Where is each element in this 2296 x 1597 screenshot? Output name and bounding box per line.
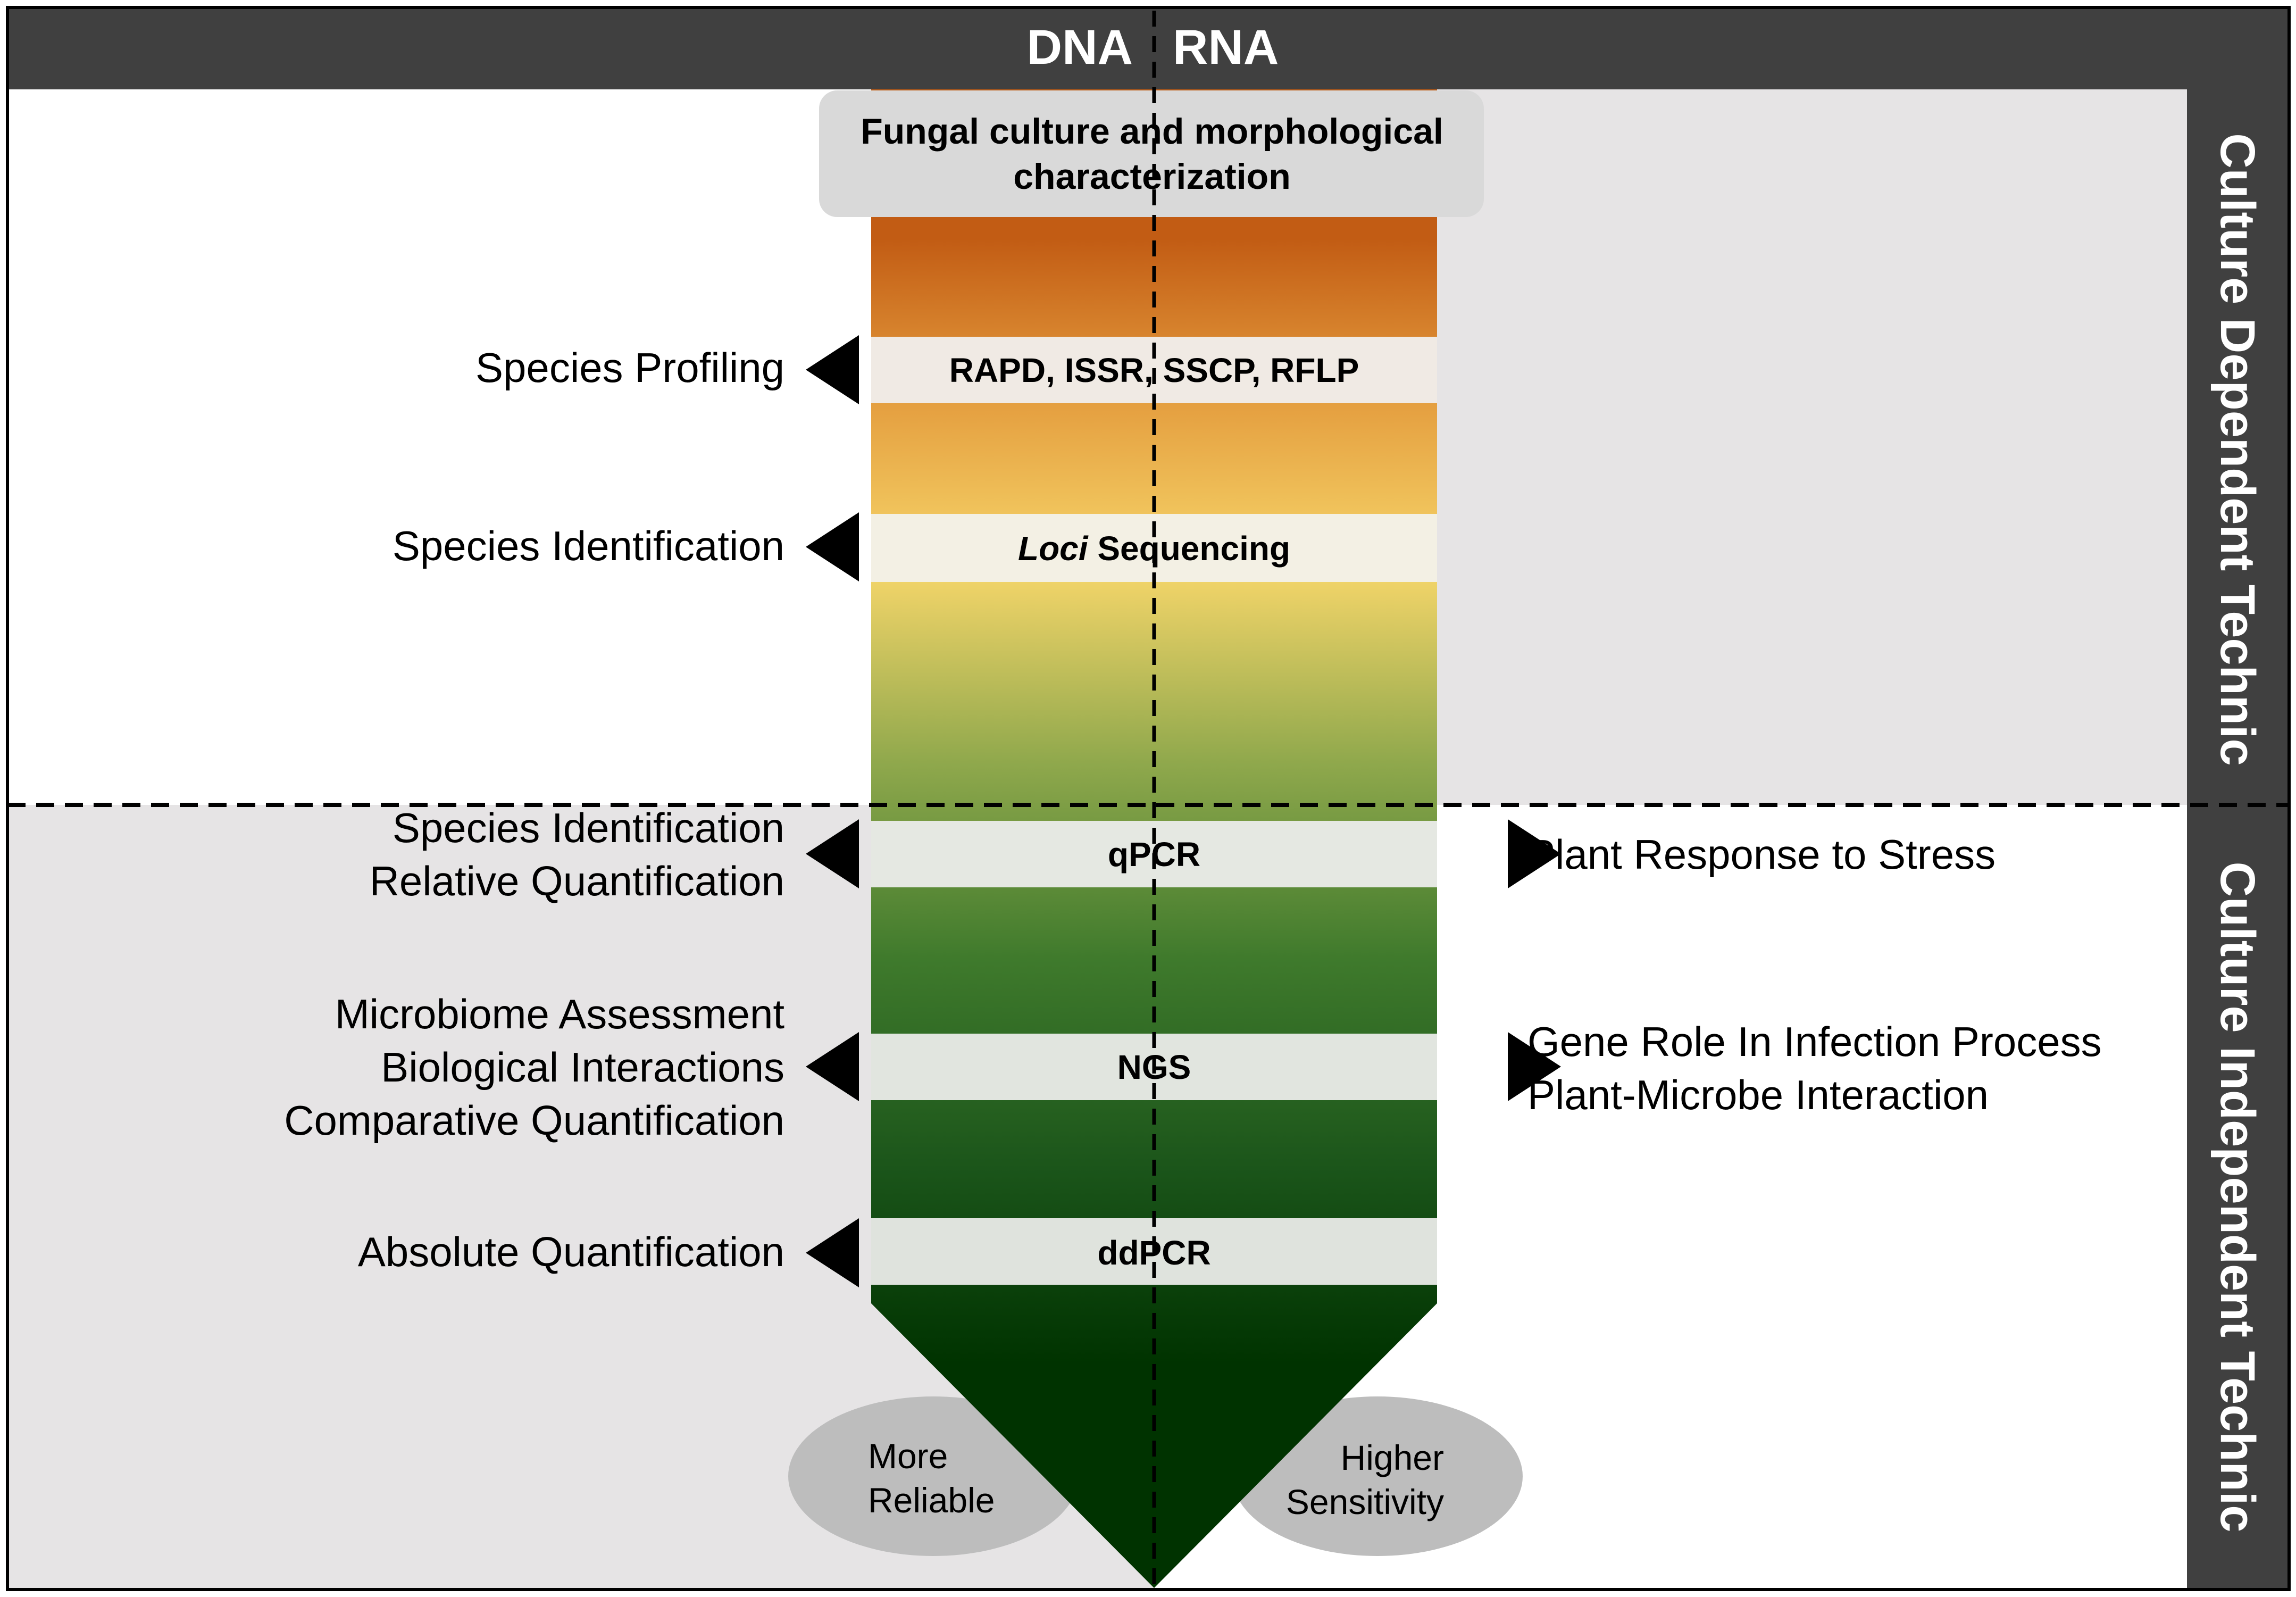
side-bar [2187,89,2289,1590]
higher-sensitivity-oval [1232,1396,1523,1556]
loci-left-pointer [806,512,859,581]
more-label: More [868,1436,948,1476]
ddpcr-left-pointer [806,1218,859,1287]
rapd-left-pointer [806,335,859,404]
ngs-left-label-3: Comparative Quantification [284,1097,784,1144]
ngs-left-pointer [806,1032,859,1101]
qpcr-left-label-2: Relative Quantification [370,858,784,904]
absolute-quantification-label: Absolute Quantification [358,1228,784,1275]
species-identification-label: Species Identification [393,522,784,569]
outer-frame [6,6,2291,1591]
reliable-label: Reliable [868,1480,995,1520]
plant-response-label: Plant Response to Stress [1527,831,1996,878]
qpcr-left-label-1: Species Identification [393,804,784,851]
culture-box-line1: Fungal culture and morphological [861,111,1443,152]
loci-rest: Sequencing [1088,529,1291,568]
dna-header: DNA [1027,20,1133,74]
gene-role-label: Gene Role In Infection Process [1527,1018,2102,1065]
plant-microbe-label: Plant-Microbe Interaction [1527,1071,1989,1118]
culture-box-line2: characterization [1013,156,1291,197]
ngs-left-label-2: Biological Interactions [381,1044,784,1091]
rna-header: RNA [1173,20,1279,74]
species-profiling-label: Species Profiling [475,344,784,391]
loci-italic: Loci [1018,529,1089,568]
higher-label: Higher [1341,1438,1444,1477]
culture-independent-label: Culture Independent Technic [2210,862,2265,1533]
culture-box [819,90,1484,217]
sensitivity-label: Sensitivity [1286,1482,1444,1521]
ngs-right-pointer [1508,1032,1561,1101]
qpcr-right-pointer [1508,819,1561,888]
ngs-left-label-1: Microbiome Assessment [335,991,785,1037]
header-bar [7,7,2289,89]
loci-band-label: Loci Sequencing [1018,529,1290,568]
qpcr-left-pointer [806,819,859,888]
culture-dependent-label: Culture Dependent Technic [2210,133,2265,766]
